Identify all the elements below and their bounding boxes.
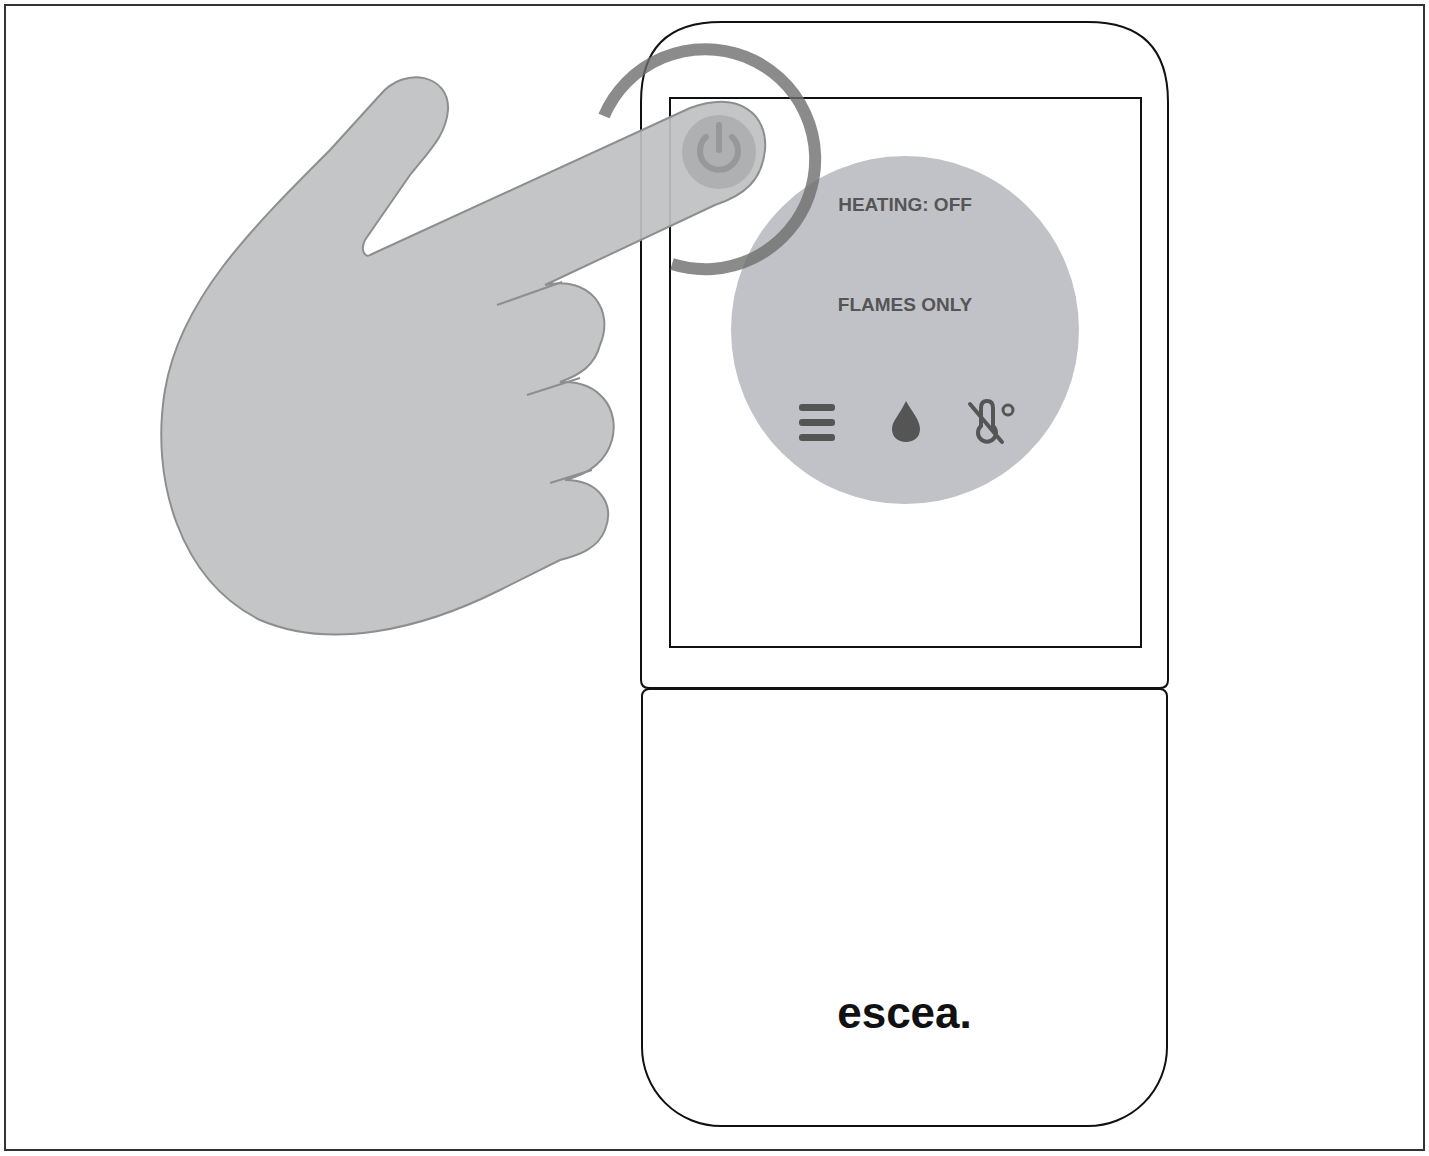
status-circle: HEATING: OFF FLAMES ONLY [731,156,1079,504]
menu-icon [799,404,835,441]
status-text: FLAMES ONLY [731,294,1079,316]
power-button [682,115,756,189]
frame-border [5,5,1424,1150]
remote-lower-panel: escea. [641,688,1168,1127]
hand [161,77,765,634]
flame-icon [892,401,920,442]
thermometer-off-icon [970,401,1013,442]
brand-logo: escea. [643,988,1166,1038]
press-ring [604,49,815,269]
status-text: HEATING: OFF [731,194,1079,216]
touch-screen [670,98,1141,647]
remote-upper-body [641,22,1168,688]
